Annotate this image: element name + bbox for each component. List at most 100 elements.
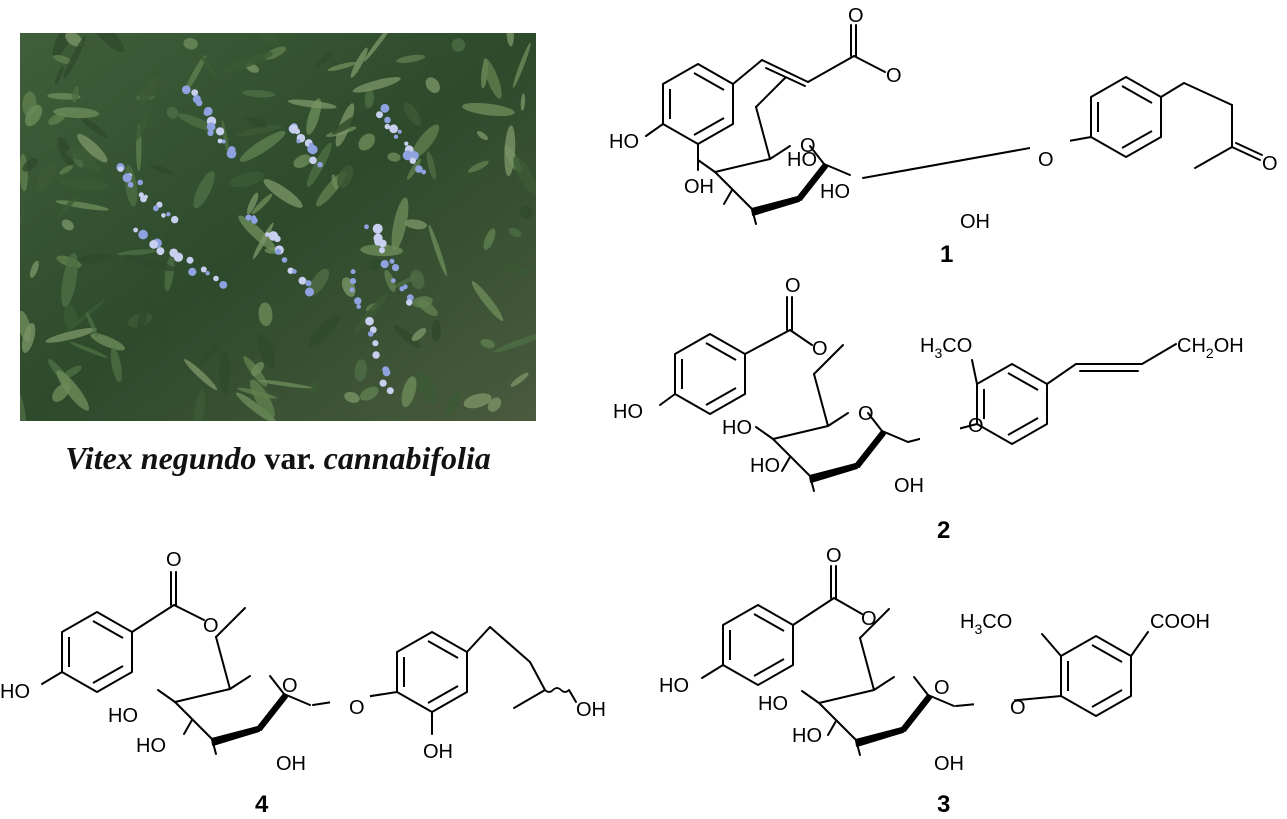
flower-dot (390, 278, 396, 283)
flower-dot (397, 129, 402, 134)
leaf-shape (239, 130, 286, 162)
leaf-shape (48, 113, 66, 126)
c3-oh2: OH (934, 753, 964, 775)
flower-dot (364, 224, 369, 230)
leaf-shape (487, 397, 502, 412)
flower-dot (350, 269, 356, 275)
leaf-shape (410, 269, 425, 290)
c1-o-ester: O (886, 65, 902, 87)
flower-dot (372, 351, 380, 359)
leaf-shape (468, 160, 489, 173)
flower-dot (117, 166, 124, 172)
c1-ho3: HO (820, 181, 850, 203)
leaf-shape (359, 386, 379, 401)
leaf-shape (36, 161, 57, 191)
c1-oh2: OH (960, 211, 990, 233)
leaf-shape (364, 88, 374, 109)
leaf-shape (237, 124, 283, 137)
leaf-shape (308, 268, 330, 296)
flower-dot (226, 148, 237, 159)
flower-dot (389, 124, 398, 134)
flower-dot (173, 252, 184, 262)
c1-ho-a: HO (609, 131, 639, 153)
leaf-shape (57, 136, 74, 166)
c2-o-carbonyl: O (785, 275, 801, 297)
leaf-shape (197, 342, 221, 368)
c2-o-ring: O (858, 403, 874, 425)
flower-dot (274, 248, 282, 255)
flower-dot (186, 256, 194, 264)
leaf-shape (138, 76, 160, 105)
flower-dot (195, 99, 203, 107)
leaf-shape (353, 293, 388, 334)
c1-o-ketone: O (1262, 153, 1278, 175)
flower-dot (382, 368, 391, 377)
flower-dot (200, 266, 207, 273)
leaf-shape (53, 107, 99, 119)
leaf-shape (411, 124, 440, 159)
c3-ho3: HO (792, 725, 822, 747)
leaf-shape (221, 51, 273, 73)
flower-dot (384, 123, 390, 130)
leaf-shape (350, 47, 368, 78)
c1-o-ring: O (800, 135, 816, 157)
c4-oh-chain: OH (576, 699, 606, 721)
leaf-shape (287, 99, 337, 109)
leaf-shape (251, 361, 265, 376)
flower-dot (205, 271, 210, 276)
flower-dot (372, 340, 379, 347)
c1-oh-b: OH (684, 176, 714, 198)
leaf-shape (59, 178, 109, 191)
flower-dot (217, 138, 223, 144)
flower-dot (137, 179, 143, 186)
flower-dot (393, 134, 399, 139)
leaf-shape (401, 376, 417, 408)
c2-o-link: O (968, 415, 984, 437)
leaf-shape (117, 249, 157, 256)
leaf-shape (150, 164, 175, 176)
flower-dot (207, 129, 214, 137)
flower-dot (166, 212, 171, 217)
leaf-shape (110, 347, 122, 383)
c3-o-carbonyl: O (826, 545, 842, 567)
c2-ho-phenol: HO (613, 401, 643, 423)
leaf-shape (21, 323, 36, 353)
flower-dot (406, 299, 413, 306)
leaf-shape (412, 296, 433, 308)
leaf-shape (242, 90, 276, 98)
leaf-shape (344, 391, 360, 403)
leaf-shape (56, 370, 90, 411)
flower-dot (317, 161, 323, 168)
leaf-shape (25, 104, 43, 127)
flower-dot (354, 297, 362, 305)
flower-dot (367, 331, 374, 337)
leaf-shape (63, 36, 86, 80)
leaf-shape (363, 33, 395, 62)
c2-alcohol: CH2OH (1177, 335, 1244, 361)
leaf-shape (62, 365, 82, 379)
flower-dot (191, 89, 199, 96)
plant-caption: Vitex negundo var. cannabifolia (20, 440, 536, 477)
c3-o-ring: O (934, 677, 950, 699)
c4-o-link: O (349, 697, 365, 719)
leaf-shape (134, 115, 148, 142)
leaf-shape (428, 224, 447, 277)
leaf-shape (314, 51, 334, 68)
flower-dot (143, 194, 148, 199)
flower-dot (349, 287, 355, 293)
leaf-shape (77, 133, 108, 163)
leaf-shape (229, 171, 265, 188)
c1-number: 1 (940, 241, 953, 268)
leaf-shape (20, 206, 26, 238)
flower-dot (384, 116, 391, 124)
flower-dot (389, 258, 395, 264)
leaf-shape (183, 37, 198, 50)
c4-o-ester: O (203, 615, 219, 637)
c1-o-carbonyl: O (848, 5, 864, 27)
flower-dot (216, 127, 225, 136)
leaf-shape (184, 359, 218, 391)
flower-dot (292, 269, 297, 274)
c2-methoxy: H3CO (920, 335, 972, 361)
leaf-shape (29, 260, 39, 278)
leaf-shape (45, 327, 97, 343)
